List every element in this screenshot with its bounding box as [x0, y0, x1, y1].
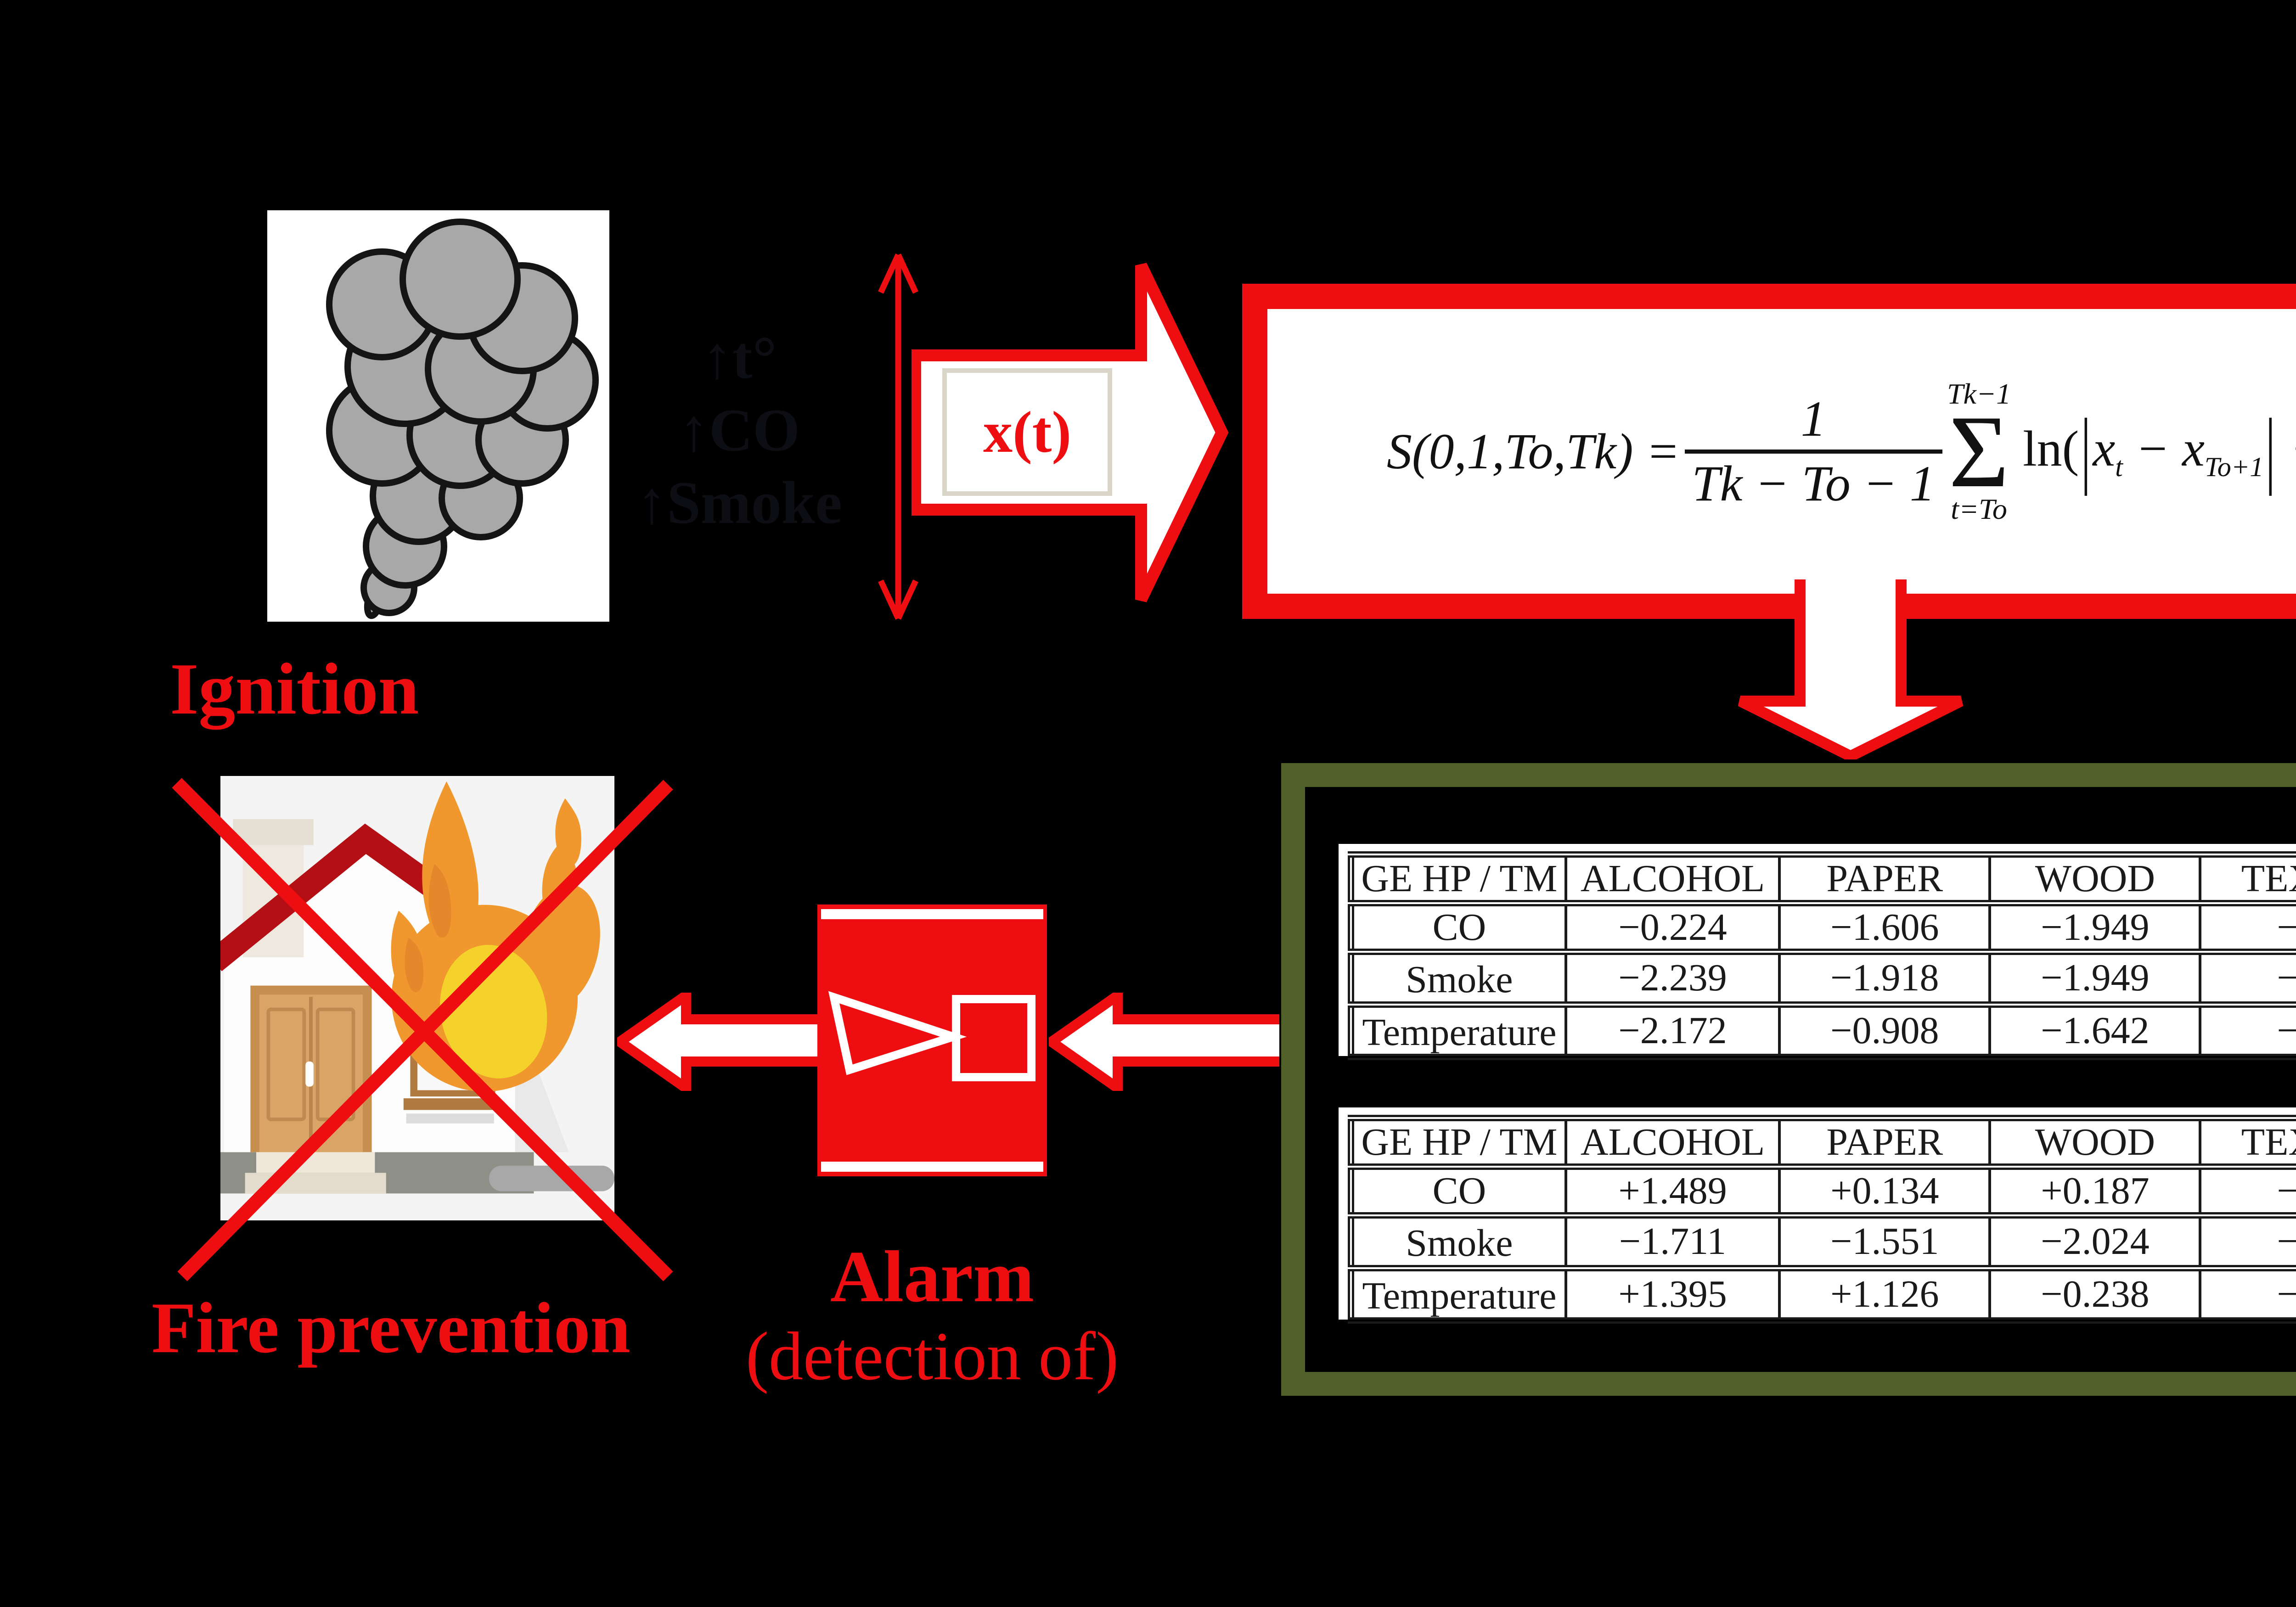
table-row-label: CO [1350, 1163, 1567, 1219]
table-value-cell: −2.239 [1564, 949, 1781, 1008]
alarm-sublabel: (detection of) [745, 1318, 1119, 1394]
table-value-cell: −1.132 [2199, 1163, 2296, 1219]
alarm-label: Alarm [830, 1236, 1035, 1317]
table-value-cell: +1.395 [1564, 1264, 1781, 1324]
sensor-trend-lines: ↑t° ↑CO ↑Smoke [597, 321, 882, 539]
table-value-cell: +1.126 [1778, 1264, 1992, 1324]
alarm-box [817, 905, 1047, 1176]
table-row: Temperature+1.395+1.126−0.238−0.009 [1350, 1264, 2296, 1324]
formula-lhs: S(0,1,To,Tk) = [1386, 423, 1680, 479]
arrow-alarm-to-house-icon [617, 993, 817, 1091]
table-value-cell: −2.061 [2199, 949, 2296, 1008]
table-value-cell: −1.711 [1564, 1212, 1781, 1271]
table-value-cell: −0.238 [1988, 1264, 2202, 1324]
table-row-label: Temperature [1350, 1264, 1567, 1324]
table-value-cell: −1.551 [1778, 1212, 1992, 1271]
table-row-label: Temperature [1350, 1001, 1567, 1060]
table-value-cell: −0.908 [1778, 1001, 1992, 1060]
formula-body: ln(|xt − xTo+1| + a) [2023, 400, 2296, 496]
table-value-cell: −1.528 [2199, 1001, 2296, 1060]
smoke-image-panel [267, 210, 609, 622]
table-header-cell: PAPER [1778, 1114, 1992, 1170]
table-value-cell: +0.187 [1988, 1163, 2202, 1219]
xt-label-box: x(t) [942, 368, 1112, 496]
fire-prevention-label: Fire prevention [152, 1288, 630, 1368]
table-row-label: Smoke [1350, 949, 1567, 1008]
table-value-cell: −1.254 [2199, 1212, 2296, 1271]
sum-upper-limit: Tk−1 [1947, 377, 2011, 410]
table-row-label: Smoke [1350, 1212, 1567, 1271]
table-header-cell: WOOD [1988, 851, 2202, 907]
table-value-cell: −2.024 [1988, 1212, 2202, 1271]
results-table-2-panel: GE HP / TMALCOHOLPAPERWOODTEXTILESCO+1.4… [1339, 1107, 2296, 1324]
table-header-cell: TEXTILES [2199, 1114, 2296, 1170]
red-cross-icon [172, 778, 673, 1281]
trend-temperature: ↑t° [702, 324, 777, 391]
table-value-cell: −1.949 [1988, 949, 2202, 1008]
fraction-denominator: Tk − To − 1 [1692, 455, 1935, 511]
results-table-2: GE HP / TMALCOHOLPAPERWOODTEXTILESCO+1.4… [1348, 1114, 2296, 1324]
table-value-cell: +1.489 [1564, 1163, 1781, 1219]
table-row: CO−0.224−1.606−1.949−1.534 [1350, 900, 2296, 955]
trend-co: ↑CO [679, 396, 800, 464]
xt-label: x(t) [983, 399, 1071, 465]
table-value-cell: +0.134 [1778, 1163, 1992, 1219]
table-header-cell: ALCOHOL [1564, 1114, 1781, 1170]
table-header-cell: WOOD [1988, 1114, 2202, 1170]
trend-smoke: ↑Smoke [636, 469, 842, 536]
table-value-cell: −1.534 [2199, 900, 2296, 955]
formula-fraction: 1 Tk − To − 1 [1684, 391, 1942, 511]
table-row: CO+1.489+0.134+0.187−1.132 [1350, 1163, 2296, 1219]
table-row: Smoke−2.239−1.918−1.949−2.061 [1350, 949, 2296, 1008]
formula-summation: Tk−1 Σ t=To [1947, 377, 2011, 526]
door [245, 985, 386, 1194]
sigma-symbol: Σ [1949, 393, 2009, 509]
down-arrow-icon [1738, 579, 1963, 759]
results-table-1-panel: GE HP / TMALCOHOLPAPERWOODTEXTILESCO−0.2… [1339, 844, 2296, 1060]
ignition-label: Ignition [170, 648, 419, 730]
table-value-cell: −0.009 [2199, 1264, 2296, 1324]
table-header-cell: GE HP / TM [1350, 1114, 1567, 1170]
table-row: Smoke−1.711−1.551−2.024−1.254 [1350, 1212, 2296, 1271]
results-table-1: GE HP / TMALCOHOLPAPERWOODTEXTILESCO−0.2… [1348, 851, 2296, 1060]
smoke-cloud-icon [326, 219, 599, 619]
table-value-cell: −1.918 [1778, 949, 1992, 1008]
fraction-bar [1684, 449, 1942, 454]
table-value-cell: −1.949 [1988, 900, 2202, 955]
table-value-cell: −1.606 [1778, 900, 1992, 955]
fraction-numerator: 1 [1801, 391, 1826, 447]
table-header-cell: ALCOHOL [1564, 851, 1781, 907]
sensitivity-formula: S(0,1,To,Tk) = 1 Tk − To − 1 Tk−1 Σ t=To… [1386, 377, 2296, 526]
alarm-horn-icon [828, 991, 1035, 1081]
table-header-cell: TEXTILES [2199, 851, 2296, 907]
arrow-results-to-alarm-icon [1049, 993, 1279, 1091]
table-value-cell: −0.224 [1564, 900, 1781, 955]
updown-arrow-icon [878, 253, 918, 620]
table-row-label: CO [1350, 900, 1567, 955]
table-row: Temperature−2.172−0.908−1.642−1.528 [1350, 1001, 2296, 1060]
table-header-cell: PAPER [1778, 851, 1992, 907]
formula-box: S(0,1,To,Tk) = 1 Tk − To − 1 Tk−1 Σ t=To… [1242, 284, 2296, 619]
table-value-cell: −2.172 [1564, 1001, 1781, 1060]
sum-lower-limit: t=To [1951, 493, 2007, 526]
table-header-cell: GE HP / TM [1350, 851, 1567, 907]
table-value-cell: −1.642 [1988, 1001, 2202, 1060]
